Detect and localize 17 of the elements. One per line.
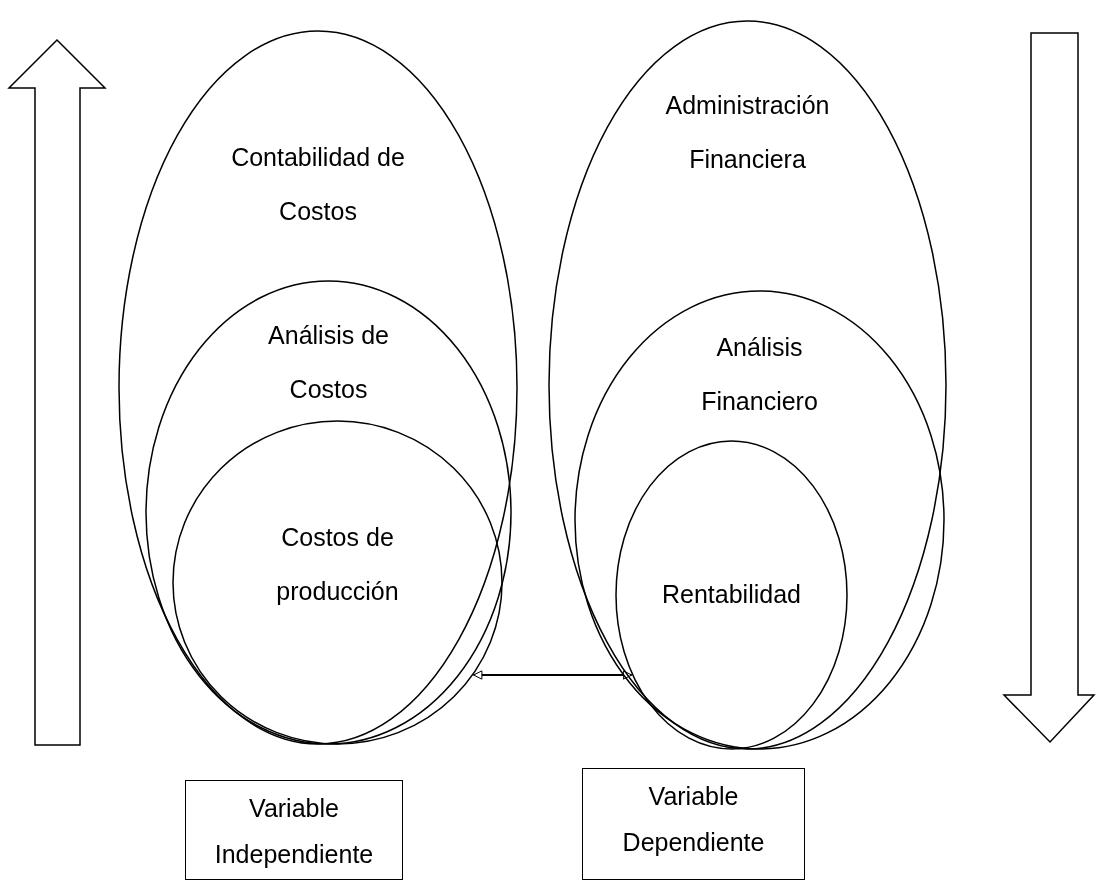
oval — [145, 280, 512, 745]
node-label: Costos de producción — [275, 522, 400, 607]
node-label: Análisis de Costos — [267, 320, 390, 405]
oval — [118, 30, 518, 745]
node-label: Variable Dependiente — [621, 781, 766, 858]
oval — [574, 290, 945, 750]
label-box — [185, 780, 403, 880]
node-label: Rentabilidad — [662, 579, 801, 610]
label-box — [582, 768, 805, 880]
node-label: Variable Independiente — [213, 793, 375, 870]
oval — [548, 20, 947, 750]
node-label: Análisis Financiero — [700, 332, 819, 417]
node-label: Contabilidad de Costos — [230, 142, 406, 227]
oval — [615, 440, 848, 750]
oval — [172, 420, 503, 745]
node-label: Administración Financiera — [664, 90, 831, 175]
double-arrow — [472, 670, 633, 680]
